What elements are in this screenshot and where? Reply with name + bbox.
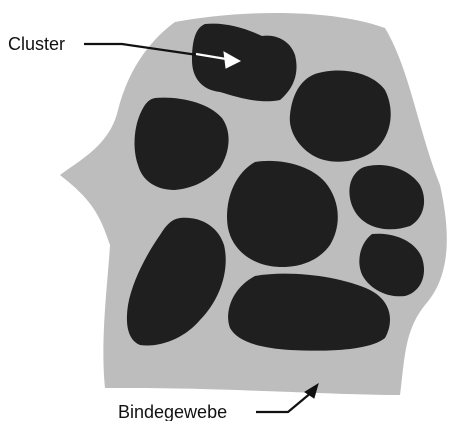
cluster-top-right bbox=[290, 71, 391, 162]
connective-tissue-arrow-line bbox=[256, 392, 312, 412]
cluster-label: Cluster bbox=[8, 34, 65, 54]
connective-tissue-label: Bindegewebe bbox=[118, 402, 227, 421]
